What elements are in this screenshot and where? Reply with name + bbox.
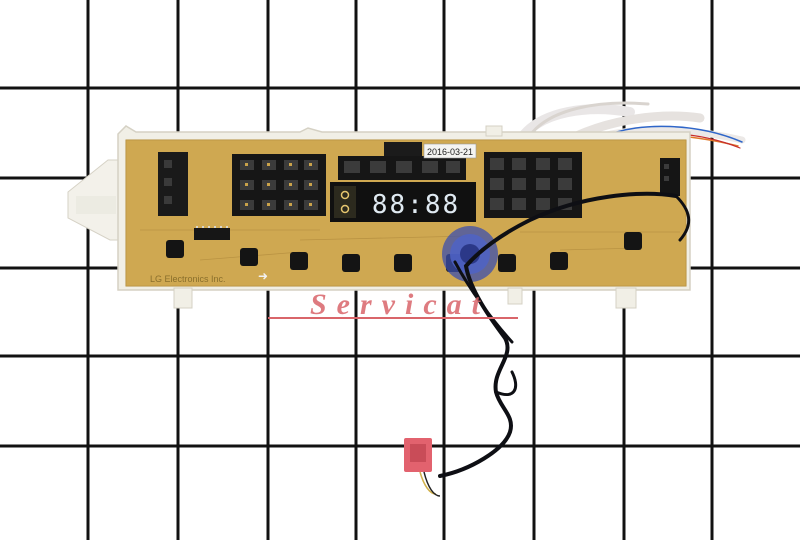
arrow-mark: ➜: [258, 269, 268, 283]
connector-block-1: [232, 154, 326, 216]
date-sticker: 2016-03-21: [423, 143, 477, 159]
date-sticker-text: 2016-03-21: [427, 147, 473, 157]
display-digits: 88:88: [372, 190, 460, 220]
mounting-bracket-left: [67, 159, 129, 241]
connector-block-2: [484, 152, 582, 218]
rotary-encoder: [442, 226, 498, 282]
connector-top-row: [338, 142, 466, 180]
connector-left: [158, 152, 188, 216]
servicat-watermark: Servicat: [268, 288, 518, 321]
signal-cable: [438, 191, 691, 478]
connector-right: [660, 158, 680, 196]
watermark-text: Servicat: [310, 288, 490, 321]
silkscreen-brand: LG Electronics Inc.: [150, 274, 226, 284]
led-display: 88:88: [330, 182, 476, 222]
ic-chip: [194, 226, 230, 240]
wire-plug: [404, 438, 441, 497]
